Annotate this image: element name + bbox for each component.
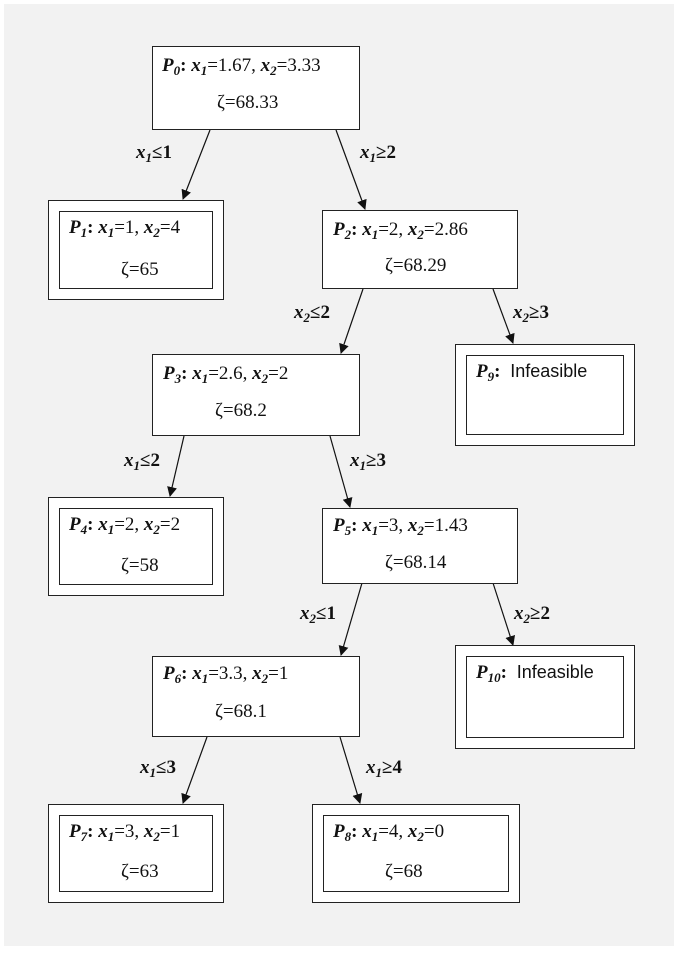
node-p5-values: P5: x1=3, x2=1.43 — [333, 515, 468, 538]
node-p1-objective: ζ=65 — [121, 259, 159, 280]
node-p3-values: P3: x1=2.6, x2=2 — [163, 363, 289, 386]
node-p3-objective: ζ=68.2 — [215, 400, 267, 421]
edge-label-p5-p10: x2≥2 — [514, 603, 550, 626]
node-p8-values: P8: x1=4, x2=0 — [333, 821, 445, 844]
node-p6-objective: ζ=68.1 — [215, 701, 267, 722]
edge-p0-p2 — [335, 129, 367, 210]
node-p4-values: P4: x1=2, x2=2 — [69, 514, 181, 537]
node-p1-inner-border — [59, 211, 213, 289]
node-p10-values: P10: Infeasible — [476, 662, 594, 685]
edge-p6-p8 — [339, 736, 363, 804]
edge-label-p3-p5: x1≥3 — [350, 450, 386, 473]
edge-p3-p4 — [167, 435, 185, 497]
edge-label-p0-p2: x1≥2 — [360, 142, 396, 165]
edge-p3-p5 — [329, 435, 353, 508]
edge-label-p5-p6: x2≤1 — [300, 603, 336, 626]
node-p6: P6: x1=3.3, x2=1 ζ=68.1 — [152, 656, 360, 737]
node-p9-values: P9: Infeasible — [476, 361, 588, 384]
node-p5-objective: ζ=68.14 — [385, 552, 447, 573]
node-p8: P8: x1=4, x2=0 ζ=68 — [312, 804, 520, 903]
node-p4-inner-border — [59, 508, 213, 585]
edge-label-p2-p9: x2≥3 — [513, 302, 549, 325]
edge-p6-p7 — [181, 736, 208, 804]
node-p0-objective: ζ=68.33 — [217, 92, 279, 113]
edge-p0-p1 — [181, 129, 211, 200]
edge-label-p0-p1: x1≤1 — [136, 142, 172, 165]
node-p9-inner-border — [466, 355, 624, 435]
node-p8-objective: ζ=68 — [385, 861, 423, 882]
node-p4: P4: x1=2, x2=2 ζ=58 — [48, 497, 224, 596]
edge-label-p2-p3: x2≤2 — [294, 302, 330, 325]
node-p7: P7: x1=3, x2=1 ζ=63 — [48, 804, 224, 903]
node-p10: P10: Infeasible — [455, 645, 635, 749]
node-p3: P3: x1=2.6, x2=2 ζ=68.2 — [152, 354, 360, 436]
diagram-background — [4, 4, 674, 946]
node-p10-inner-border — [466, 656, 624, 738]
node-p7-values: P7: x1=3, x2=1 — [69, 821, 181, 844]
node-p2-objective: ζ=68.29 — [385, 255, 447, 276]
node-p1: P1: x1=1, x2=4 ζ=65 — [48, 200, 224, 300]
edge-label-p3-p4: x1≤2 — [124, 450, 160, 473]
edge-label-p6-p8: x1≥4 — [366, 757, 402, 780]
node-p2: P2: x1=2, x2=2.86 ζ=68.29 — [322, 210, 518, 289]
node-p4-objective: ζ=58 — [121, 555, 159, 576]
node-p7-objective: ζ=63 — [121, 861, 159, 882]
node-p6-values: P6: x1=3.3, x2=1 — [163, 663, 289, 686]
node-p0-values: P0: x1=1.67, x2=3.33 — [162, 55, 321, 78]
node-p5: P5: x1=3, x2=1.43 ζ=68.14 — [322, 508, 518, 584]
edge-p2-p9 — [492, 288, 515, 344]
edge-p5-p10 — [492, 582, 515, 646]
node-p2-values: P2: x1=2, x2=2.86 — [333, 219, 468, 242]
node-p9: P9: Infeasible — [455, 344, 635, 446]
node-p0: P0: x1=1.67, x2=3.33 ζ=68.33 — [152, 46, 360, 130]
edge-label-p6-p7: x1≤3 — [140, 757, 176, 780]
edge-p2-p3 — [339, 288, 364, 354]
node-p8-inner-border — [323, 815, 509, 892]
node-p1-values: P1: x1=1, x2=4 — [69, 217, 181, 240]
edge-p5-p6 — [338, 582, 363, 656]
node-p7-inner-border — [59, 815, 213, 892]
